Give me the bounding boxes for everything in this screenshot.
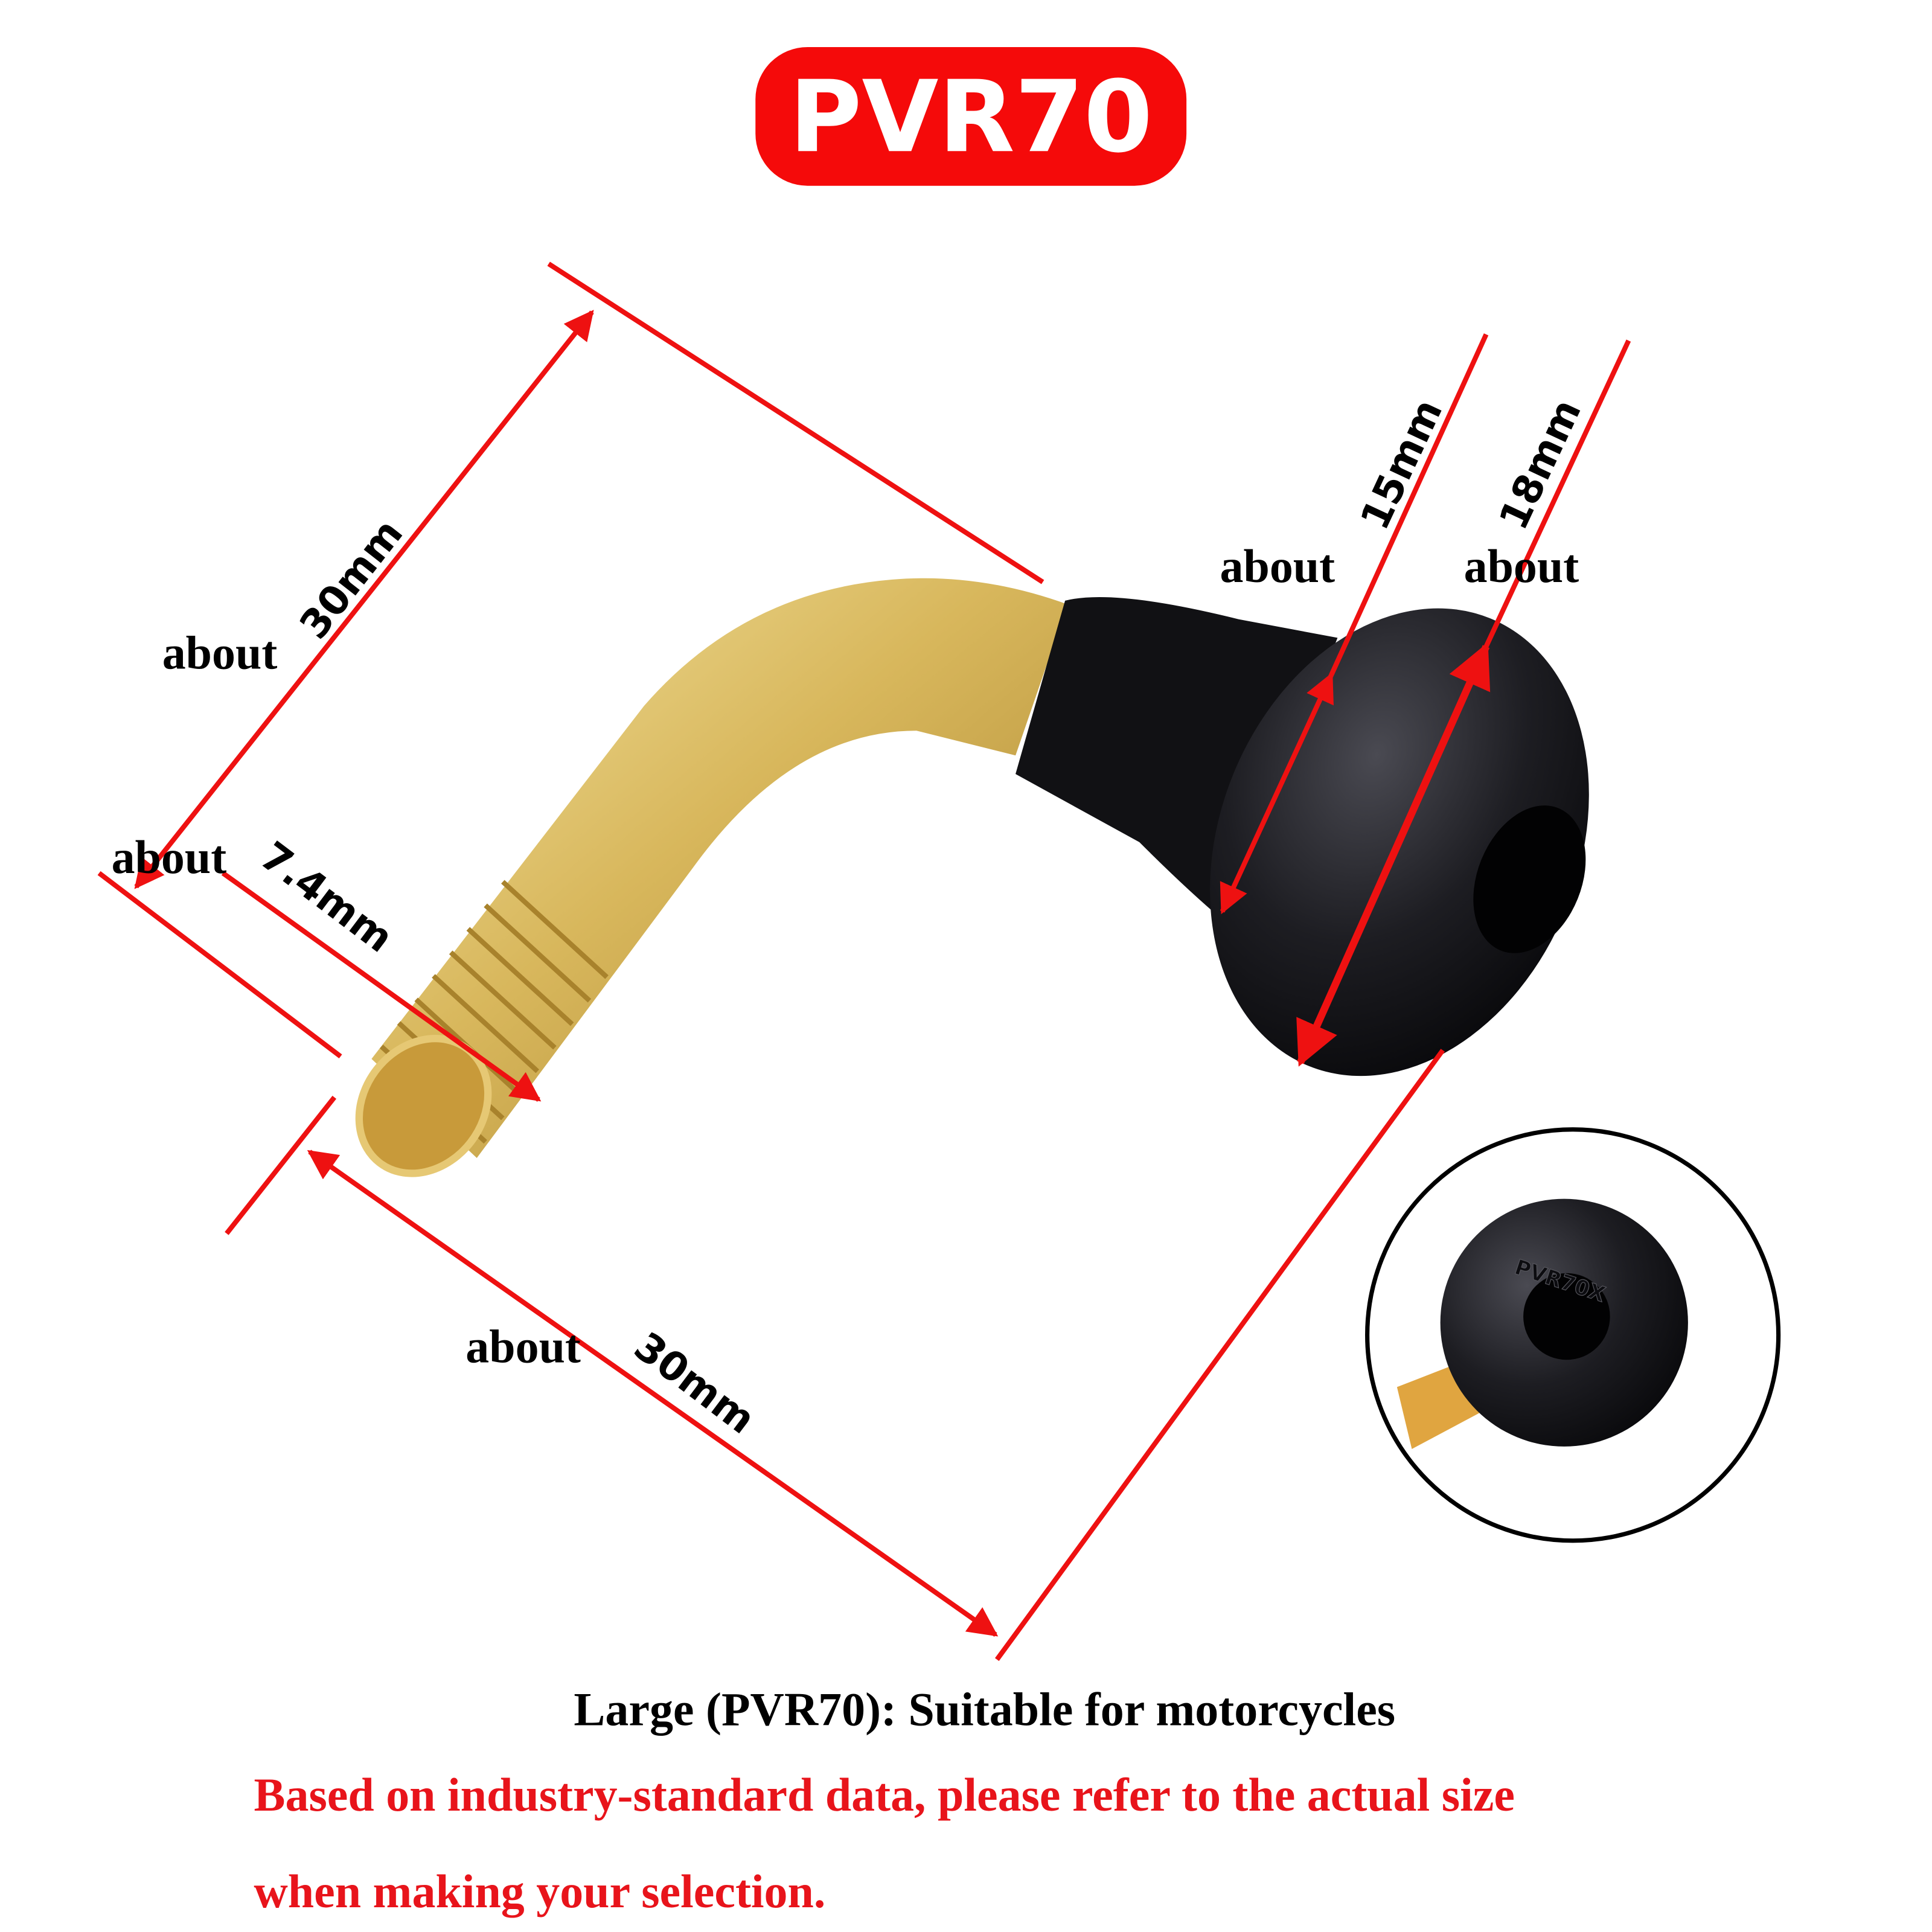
valve-product [355,578,1589,1177]
title-badge: PVR70 [755,46,1187,186]
title-label: PVR70 [789,59,1153,174]
dimension-lines [97,261,1631,1662]
about-label: about [112,831,227,883]
dimension-value: 30mm [291,511,412,648]
dimension-value: 7.4mm [252,833,401,962]
note-line-1: Based on industry-standard data, please … [254,1769,1515,1821]
about-label: about [1464,540,1579,592]
about-label: about [465,1320,581,1372]
dimension-value: 18mm [1491,392,1590,537]
dimension-label-tube-height: about 30mm [162,511,412,679]
dimension-label-head-diameter: about 18mm [1464,392,1590,592]
about-label: about [1220,540,1335,592]
dimension-value: 15mm [1352,392,1451,537]
caption: Large (PVR70): Suitable for motorcycles [574,1683,1395,1735]
note-line-2: when making your selection. [254,1866,826,1918]
about-label: about [162,627,278,679]
inset-detail: PVR70X [1365,1127,1781,1543]
dimension-label-tube-length: about 30mm [465,1320,763,1443]
